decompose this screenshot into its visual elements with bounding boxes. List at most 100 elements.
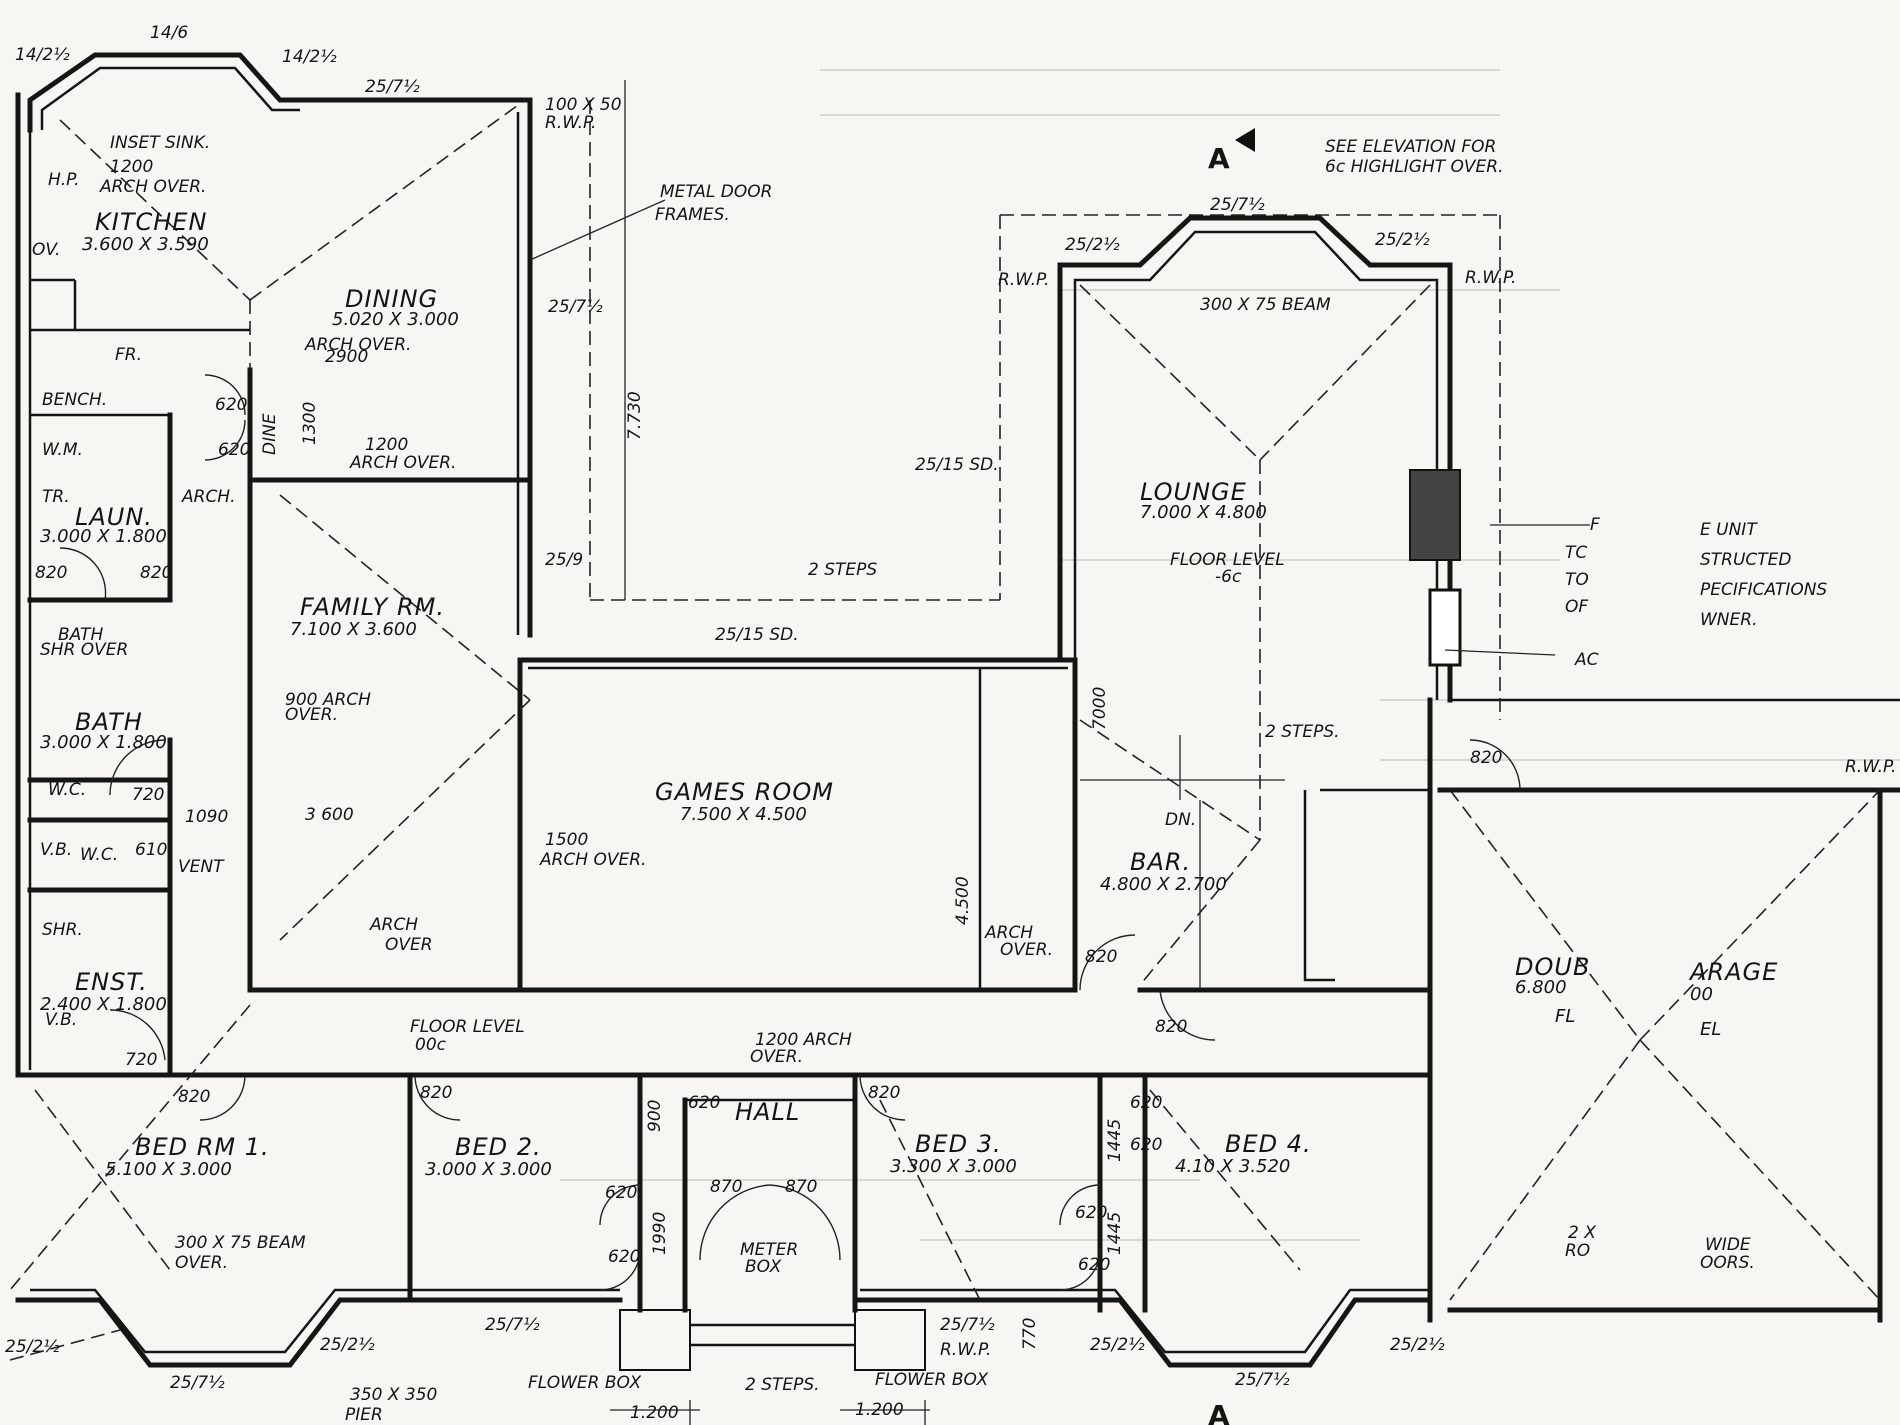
dim-820-bar: 820 (1085, 947, 1117, 967)
fireplace-note-3: TO (1565, 570, 1589, 590)
dim-900: 900 (645, 1100, 665, 1132)
garage-wide-a: WIDE (1705, 1235, 1751, 1255)
bed1-beam-b: OVER. (175, 1253, 228, 1273)
metal-door-b: FRAMES. (655, 205, 730, 225)
dim-820-bed2: 820 (420, 1083, 452, 1103)
bed1-name: BED RM 1. (135, 1133, 270, 1161)
dinette-note: DINE (260, 413, 280, 455)
vb-note-1: V.B. (40, 840, 72, 860)
dim-25-2-front-bay: 25/2½ (320, 1335, 375, 1355)
rwp-garage: R.W.P. (1845, 757, 1896, 777)
unit-note-1: E UNIT (1700, 520, 1758, 540)
dim-870-a: 870 (710, 1177, 742, 1197)
fireplace-note-2: TC (1565, 543, 1587, 563)
bed1-beam-a: 300 X 75 BEAM (175, 1233, 306, 1253)
arch1500-b: ARCH OVER. (539, 850, 646, 870)
laundry-name: LAUN. (75, 503, 153, 531)
bed2-size: 3.000 X 3.000 (425, 1159, 552, 1180)
games-size: 7.500 X 4.500 (680, 804, 807, 825)
dim-25-7-dining: 25/7½ (548, 297, 603, 317)
dim-620-bed4-a: 620 (1130, 1093, 1162, 1113)
wc-note-1: W.C. (48, 780, 86, 800)
garage-floor-a: FL (1555, 1006, 1575, 1027)
dim-620-bed2-b: 620 (608, 1247, 640, 1267)
dim-25-7-top: 25/7½ (365, 77, 420, 97)
dim-25-2-front-left: 25/2½ (5, 1337, 60, 1357)
pier-a: 350 X 350 (350, 1385, 437, 1405)
family-size: 7.100 X 3.600 (290, 619, 417, 640)
dim-770: 770 (1020, 1318, 1040, 1350)
lounge-beam-note: 300 X 75 BEAM (1200, 295, 1331, 315)
dimension-labels: 14/6 14/2½ 14/2½ 25/7½ 25/7½ 25/9 7.730 … (5, 23, 1502, 1423)
garage-name-2: ARAGE (1688, 958, 1778, 986)
vent-note: VENT (178, 857, 225, 877)
dim-25-7-meter: 25/7½ (940, 1315, 995, 1335)
dim-25-7-bed2: 25/7½ (485, 1315, 540, 1335)
annotations: INSET SINK. 1200 ARCH OVER. H.P. OV. FR.… (32, 95, 1896, 1425)
family-name: FAMILY RM. (300, 593, 445, 621)
dim-25-9: 25/9 (545, 550, 583, 570)
arch1500-a: 1500 (545, 830, 588, 850)
dim-1200-b: 1.200 (855, 1400, 904, 1420)
roof-hip-lines (9, 99, 1881, 1361)
kitchen-size: 3.600 X 3.590 (82, 234, 209, 255)
dim-25-2-lounge-l: 25/2½ (1065, 235, 1120, 255)
dim-14-2-left: 14/2½ (15, 45, 70, 65)
hall-name: HALL (735, 1098, 800, 1126)
ensuite-size: 2.400 X 1.800 (40, 994, 167, 1015)
dim-14-6: 14/6 (150, 23, 188, 43)
unit-note-2: STRUCTED (1700, 550, 1792, 570)
dim-870-b: 870 (785, 1177, 817, 1197)
section-marker-bottom: A (1208, 1399, 1230, 1425)
dim-1990: 1990 (650, 1212, 670, 1255)
kitchen-arch-a: 1200 (110, 157, 153, 177)
bed2-name: BED 2. (455, 1133, 542, 1161)
arch900-a: 900 ARCH (285, 690, 371, 710)
games-steps: 2 STEPS (808, 560, 877, 580)
hall-arch-b: OVER. (750, 1047, 803, 1067)
dim-7730: 7.730 (625, 391, 645, 440)
dim-610: 610 (135, 840, 167, 860)
dim-3600: 3 600 (305, 805, 354, 825)
garage-name: DOUB (1515, 953, 1590, 981)
garage-size: 6.800 (1515, 977, 1567, 998)
ov-note: OV. (32, 240, 60, 260)
arch-over-b: OVER (385, 935, 433, 955)
bar-arch-b: OVER. (1000, 940, 1053, 960)
arch-note: ARCH. (181, 487, 236, 507)
dim-820-hall: 820 (1155, 1017, 1187, 1037)
unit-note-3: PECIFICATIONS (1700, 580, 1827, 600)
meter-box-b: BOX (745, 1257, 782, 1277)
arch1200-a: 1200 (365, 435, 408, 455)
bar-name: BAR. (1130, 848, 1191, 876)
dim-1200-a: 1.200 (630, 1403, 679, 1423)
wc-note-2: W.C. (80, 845, 118, 865)
dim-4500: 4.500 (953, 876, 973, 925)
door-swings (59, 374, 1521, 1291)
bed3-size: 3.300 X 3.000 (890, 1156, 1017, 1177)
fridge-note: FR. (115, 345, 142, 365)
hp-note: H.P. (48, 170, 80, 190)
bath-size: 3.000 X 1.800 (40, 732, 167, 753)
unit-note-4: WNER. (1700, 610, 1757, 630)
dim-820-bed1: 820 (178, 1087, 210, 1107)
bath-shr-b: SHR OVER (40, 640, 128, 660)
rwp-front: R.W.P. (940, 1340, 991, 1360)
dim-1090: 1090 (185, 807, 228, 827)
wm-note: W.M. (42, 440, 83, 460)
inset-sink-note: INSET SINK. (110, 133, 210, 153)
see-elevation-a: SEE ELEVATION FOR (1325, 137, 1496, 157)
dim-25-2-bed4-right: 25/2½ (1390, 1335, 1445, 1355)
leader-lines (529, 80, 1590, 1425)
shr-note: SHR. (42, 920, 83, 940)
lounge-floor-b: -6c (1215, 567, 1242, 587)
dim-620-bed3-a: 620 (1075, 1203, 1107, 1223)
games-name: GAMES ROOM (655, 778, 834, 806)
dining-size: 5.020 X 3.000 (332, 309, 459, 330)
rwp-lounge-left: R.W.P. (998, 270, 1049, 290)
dim-820-laun-b: 820 (140, 563, 172, 583)
rwp-lounge-right: R.W.P. (1465, 268, 1516, 288)
garage-roll-b: RO (1565, 1241, 1590, 1261)
metal-door-a: METAL DOOR (660, 182, 772, 202)
dim-25-7-front-bay: 25/7½ (170, 1373, 225, 1393)
